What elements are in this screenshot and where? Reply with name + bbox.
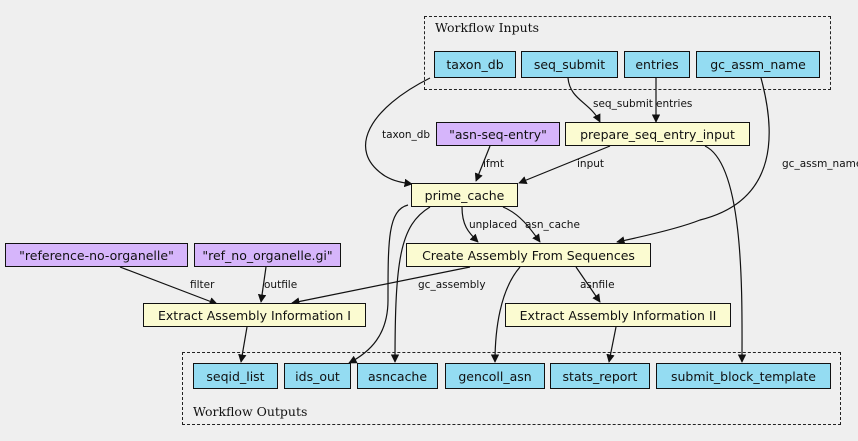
output-asncache[interactable]: asncache xyxy=(357,363,438,389)
step-create-assembly[interactable]: Create Assembly From Sequences xyxy=(406,243,651,267)
edge-filter xyxy=(119,266,218,306)
edge-label-entries: entries xyxy=(656,98,693,110)
output-ids-out[interactable]: ids_out xyxy=(284,363,351,389)
edge-label-asn-cache: asn_cache xyxy=(525,219,580,231)
output-seqid-list[interactable]: seqid_list xyxy=(193,363,278,389)
edge-stats-report xyxy=(606,326,617,363)
output-submit-block-template[interactable]: submit_block_template xyxy=(656,363,831,389)
literal-ref-no-organelle-gi[interactable]: "ref_no_organelle.gi" xyxy=(194,243,341,267)
input-entries[interactable]: entries xyxy=(624,51,690,78)
edge-input xyxy=(518,145,611,185)
edge-label-taxon-db: taxon_db xyxy=(382,129,431,141)
edge-gc-assm-name xyxy=(616,77,770,245)
literal-reference-no-organelle[interactable]: "reference-no-organelle" xyxy=(5,243,188,267)
input-seq-submit[interactable]: seq_submit xyxy=(521,51,618,78)
edge-label-filter: filter xyxy=(190,279,215,291)
step-extract-info-2[interactable]: Extract Assembly Information II xyxy=(505,303,731,327)
output-gencoll-asn[interactable]: gencoll_asn xyxy=(445,363,545,389)
input-taxon-db[interactable]: taxon_db xyxy=(434,51,516,78)
output-stats-report[interactable]: stats_report xyxy=(550,363,650,389)
edge-label-ifmt: ifmt xyxy=(483,158,504,170)
edge-asncache xyxy=(390,206,431,363)
edge-seq-submit xyxy=(567,77,601,123)
edge-label-unplaced: unplaced xyxy=(469,219,518,231)
edge-ifmt xyxy=(474,145,491,182)
edge-submit-block xyxy=(704,145,747,363)
workflow-outputs-title: Workflow Outputs xyxy=(193,404,308,419)
edge-label-asnfile: asnfile xyxy=(580,279,615,291)
edge-label-outfile: outfile xyxy=(264,279,298,291)
workflow-outputs-cluster xyxy=(182,352,841,425)
edge-seqid-list xyxy=(238,326,248,363)
edge-unplaced xyxy=(461,206,479,243)
edge-ids-out xyxy=(348,204,409,364)
edge-label-gc-assm-name: gc_assm_name xyxy=(782,158,858,170)
workflow-inputs-title: Workflow Inputs xyxy=(435,20,540,35)
step-prepare-seq-entry-input[interactable]: prepare_seq_entry_input xyxy=(565,122,750,146)
edge-gc-assembly xyxy=(291,266,471,306)
edge-asn-cache xyxy=(502,206,541,243)
edge-label-seq-submit: seq_submit xyxy=(593,98,653,110)
edge-asnfile xyxy=(575,266,601,303)
input-gc-assm-name[interactable]: gc_assm_name xyxy=(696,51,820,78)
workflow-inputs-cluster xyxy=(424,16,831,90)
edge-label-input: input xyxy=(577,158,605,170)
step-prime-cache[interactable]: prime_cache xyxy=(411,183,518,207)
edge-gencoll-asn xyxy=(490,266,521,363)
edge-taxon-db xyxy=(365,77,431,188)
literal-asn-seq-entry[interactable]: "asn-seq-entry" xyxy=(436,122,560,146)
step-extract-info-1[interactable]: Extract Assembly Information I xyxy=(143,303,366,327)
edge-label-gc-assembly: gc_assembly xyxy=(418,279,486,291)
edge-outfile xyxy=(257,266,267,303)
